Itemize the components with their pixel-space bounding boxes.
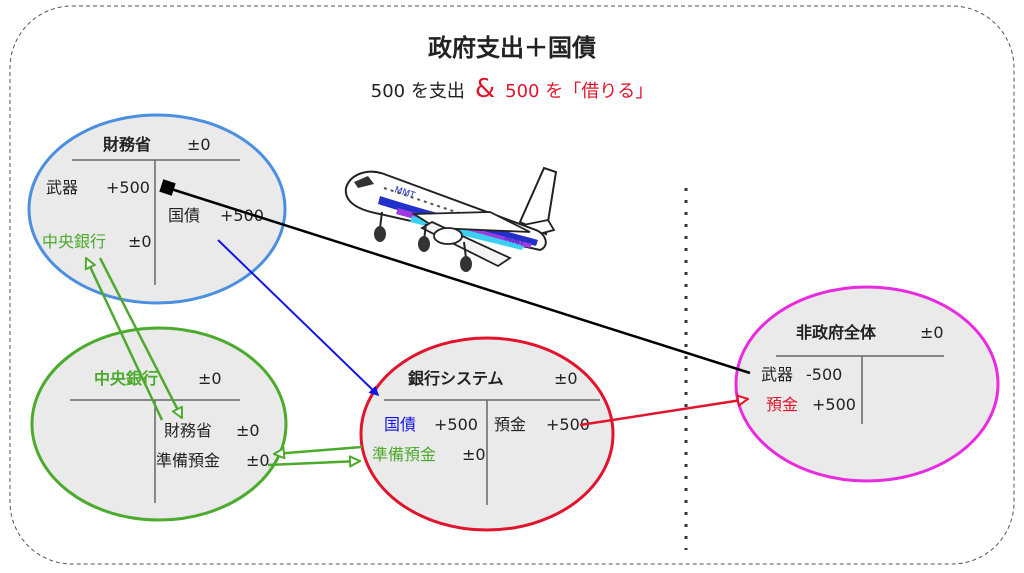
non-government-weapons-value: -500 bbox=[806, 365, 842, 384]
subtitle: 500 を支出&500 を「借りる」 bbox=[371, 74, 653, 104]
central-bank-mof-value: ±0 bbox=[236, 421, 260, 440]
airplane-cockpit bbox=[354, 176, 374, 188]
weapons-transfer-end-square bbox=[159, 179, 176, 196]
non-government-ellipse bbox=[734, 285, 1000, 483]
cb-to-bank-reserve-arrow bbox=[267, 461, 360, 465]
central-bank-ellipse bbox=[30, 326, 288, 522]
finance-ministry-weapons-value: +500 bbox=[106, 178, 150, 197]
airplane-windows bbox=[383, 187, 511, 231]
bond-transfer-arrow bbox=[217, 239, 380, 397]
subtitle-ampersand: & bbox=[475, 74, 495, 104]
airplane-gear-front-strut bbox=[379, 211, 383, 229]
subtitle-part2: 500 を「借りる」 bbox=[505, 81, 653, 102]
bank-system-deposit-value: +500 bbox=[546, 415, 590, 434]
bank-system-name: 銀行システム bbox=[408, 369, 504, 388]
finance-ministry-cb-value: ±0 bbox=[128, 232, 152, 251]
finance-ministry-bond-label: 国債 bbox=[168, 206, 200, 225]
central-bank-reserve-value: ±0 bbox=[246, 451, 270, 470]
mof-to-cb-arrow bbox=[98, 257, 184, 418]
central-bank-mof-label: 財務省 bbox=[164, 421, 212, 440]
weapons-transfer-line bbox=[167, 186, 751, 375]
central-bank-balance: ±0 bbox=[198, 369, 222, 388]
non-government-deposit-value: +500 bbox=[812, 395, 856, 414]
bank-system-reserve-value: ±0 bbox=[462, 445, 486, 464]
non-government-weapons-label: 武器 bbox=[761, 365, 793, 384]
airplane-gear-rear-wheel bbox=[460, 256, 472, 272]
deposit-transfer-arrow bbox=[579, 399, 748, 427]
airplane-gear-rear-strut bbox=[463, 241, 467, 259]
bank-system-bond-label: 国債 bbox=[384, 415, 416, 434]
airplane-engine bbox=[433, 227, 463, 245]
non-government-node: 非政府全体 ±0 武器 -500 預金 +500 bbox=[734, 285, 1000, 483]
finance-ministry-balance: ±0 bbox=[187, 135, 211, 154]
bank-system-node: 銀行システム ±0 国債 +500 準備預金 ±0 預金 +500 bbox=[359, 336, 615, 532]
airplane-icon: MMT MMT bbox=[344, 166, 558, 272]
finance-ministry-cb-label: 中央銀行 bbox=[42, 232, 106, 251]
central-bank-reserve-label: 準備預金 bbox=[156, 451, 220, 470]
page-title: 政府支出＋国債 bbox=[428, 34, 596, 62]
cb-to-mof-arrow bbox=[86, 258, 164, 421]
finance-ministry-name: 財務省 bbox=[103, 135, 151, 154]
finance-ministry-weapons-label: 武器 bbox=[46, 178, 78, 197]
bank-system-deposit-label: 預金 bbox=[494, 415, 526, 434]
bank-to-cb-reserve-arrow bbox=[274, 445, 363, 454]
bank-system-reserve-label: 準備預金 bbox=[372, 445, 436, 464]
non-government-deposit-label: 預金 bbox=[766, 395, 798, 414]
central-bank-node: 中央銀行 ±0 財務省 ±0 準備預金 ±0 bbox=[30, 326, 288, 522]
airplane-gear-front-wheel bbox=[374, 226, 386, 242]
non-government-balance: ±0 bbox=[920, 323, 944, 342]
central-bank-name: 中央銀行 bbox=[94, 369, 158, 388]
bank-system-balance: ±0 bbox=[554, 369, 578, 388]
subtitle-part1: 500 を支出 bbox=[371, 81, 465, 102]
bank-system-bond-value: +500 bbox=[434, 415, 478, 434]
finance-ministry-node: 財務省 ±0 武器 +500 中央銀行 ±0 国債 +500 bbox=[27, 113, 287, 305]
non-government-name: 非政府全体 bbox=[796, 323, 877, 342]
airplane-gear-main-wheel bbox=[418, 236, 430, 252]
finance-ministry-bond-value: +500 bbox=[220, 206, 264, 225]
